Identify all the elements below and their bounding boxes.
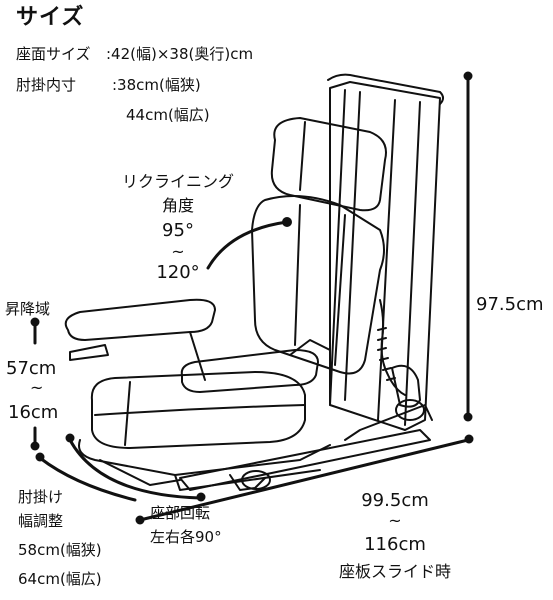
armrest-adjust-narrow: 58cm(幅狭) [18,541,102,559]
seat-cushion [90,371,306,449]
lift-max: 57cm [6,358,57,379]
motor-box [391,364,421,408]
depth-value: 99.5cm [361,490,429,511]
rotation-arc [68,438,202,500]
recline-max: 120° [156,262,200,283]
armrest-inner-wide: 44cm(幅広) [126,106,210,124]
lift-tilde: ~ [30,378,44,397]
lift-range-label: 昇降域 [5,300,51,318]
seat-size-value: :42(幅)×38(奥行)cm [106,45,254,63]
recline-min: 95° [162,220,194,241]
lift-min: 16cm [8,402,59,423]
right-armrest [180,349,319,393]
headrest [270,117,387,212]
recline-tilde: ~ [171,242,185,261]
armrest-adjust-wide: 64cm(幅広) [18,570,102,588]
top-handle [327,73,444,105]
armrest-inner-label: 肘掛内寸 [16,76,77,94]
backrest [251,195,385,375]
seat-base [78,439,331,476]
page-title: サイズ [16,5,85,30]
depth-slide-value: 116cm [364,534,426,555]
height-value: 97.5cm [476,294,544,315]
depth-dimension-line [138,438,470,522]
left-armrest [64,298,216,341]
depth-tilde: ~ [388,511,402,530]
rotation-label: 座部回転 [150,504,211,522]
depth-slide-label: 座板スライド時 [338,562,451,581]
recline-label: リクライニング [121,172,234,191]
recline-angle-label: 角度 [161,196,194,215]
seat-size-label: 座面サイズ [16,45,91,63]
armrest-adjust-label: 肘掛け [18,488,64,506]
rear-wheel [395,399,425,421]
front-wheel [241,470,271,490]
armrest-adjust-label-2: 幅調整 [18,512,64,530]
base-frame [179,429,431,491]
recline-arc [206,220,289,270]
rotation-value: 左右各90° [150,528,222,546]
armrest-adjust-arc [38,456,137,502]
armrest-inner-narrow: :38cm(幅狭) [112,76,201,94]
